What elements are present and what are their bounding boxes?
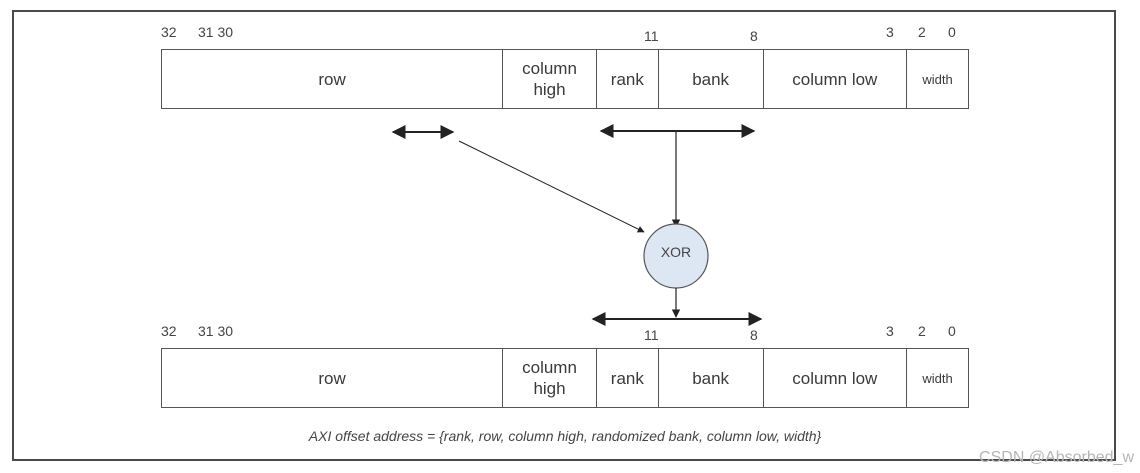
row-to-xor-arrow xyxy=(458,140,645,233)
top-bit-3: 3 xyxy=(886,24,894,40)
top-field-width: width xyxy=(922,71,953,87)
bottom-bit-0: 0 xyxy=(948,323,956,339)
top-register: row column high rank bank column low wid… xyxy=(161,49,969,109)
bottom-bit-8: 8 xyxy=(750,327,758,343)
top-field-column-low: column low xyxy=(764,50,908,108)
bottom-bit-32: 32 xyxy=(161,323,177,339)
top-field-row: row xyxy=(162,50,504,108)
top-bit-32: 32 xyxy=(161,24,177,40)
xor-label: XOR xyxy=(660,244,692,260)
bottom-field-row: row xyxy=(162,349,504,407)
bottom-field-rank: rank xyxy=(597,349,659,407)
bottom-field-width: width xyxy=(922,370,953,386)
top-bit-11: 11 xyxy=(644,28,659,44)
diagram-frame xyxy=(12,10,1116,461)
bottom-bit-11: 11 xyxy=(644,327,659,343)
top-bit-31-30: 31 30 xyxy=(198,24,234,40)
bottom-bit-2: 2 xyxy=(918,323,926,339)
bottom-field-bank: bank xyxy=(659,349,764,407)
bottom-bit-3: 3 xyxy=(886,323,894,339)
top-field-column-high: column high xyxy=(503,50,597,108)
address-caption: AXI offset address = {rank, row, column … xyxy=(308,428,822,444)
top-field-rank: rank xyxy=(597,50,659,108)
bottom-bit-31-30: 31 30 xyxy=(198,323,234,339)
top-bit-0: 0 xyxy=(948,24,956,40)
top-bit-2: 2 xyxy=(918,24,926,40)
top-bit-8: 8 xyxy=(750,28,758,44)
bottom-field-column-high: column high xyxy=(503,349,597,407)
bottom-field-column-low: column low xyxy=(764,349,908,407)
top-field-bank: bank xyxy=(659,50,764,108)
watermark: CSDN @Absorbed_w xyxy=(979,449,1134,466)
bottom-register: row column high rank bank column low wid… xyxy=(161,348,969,408)
